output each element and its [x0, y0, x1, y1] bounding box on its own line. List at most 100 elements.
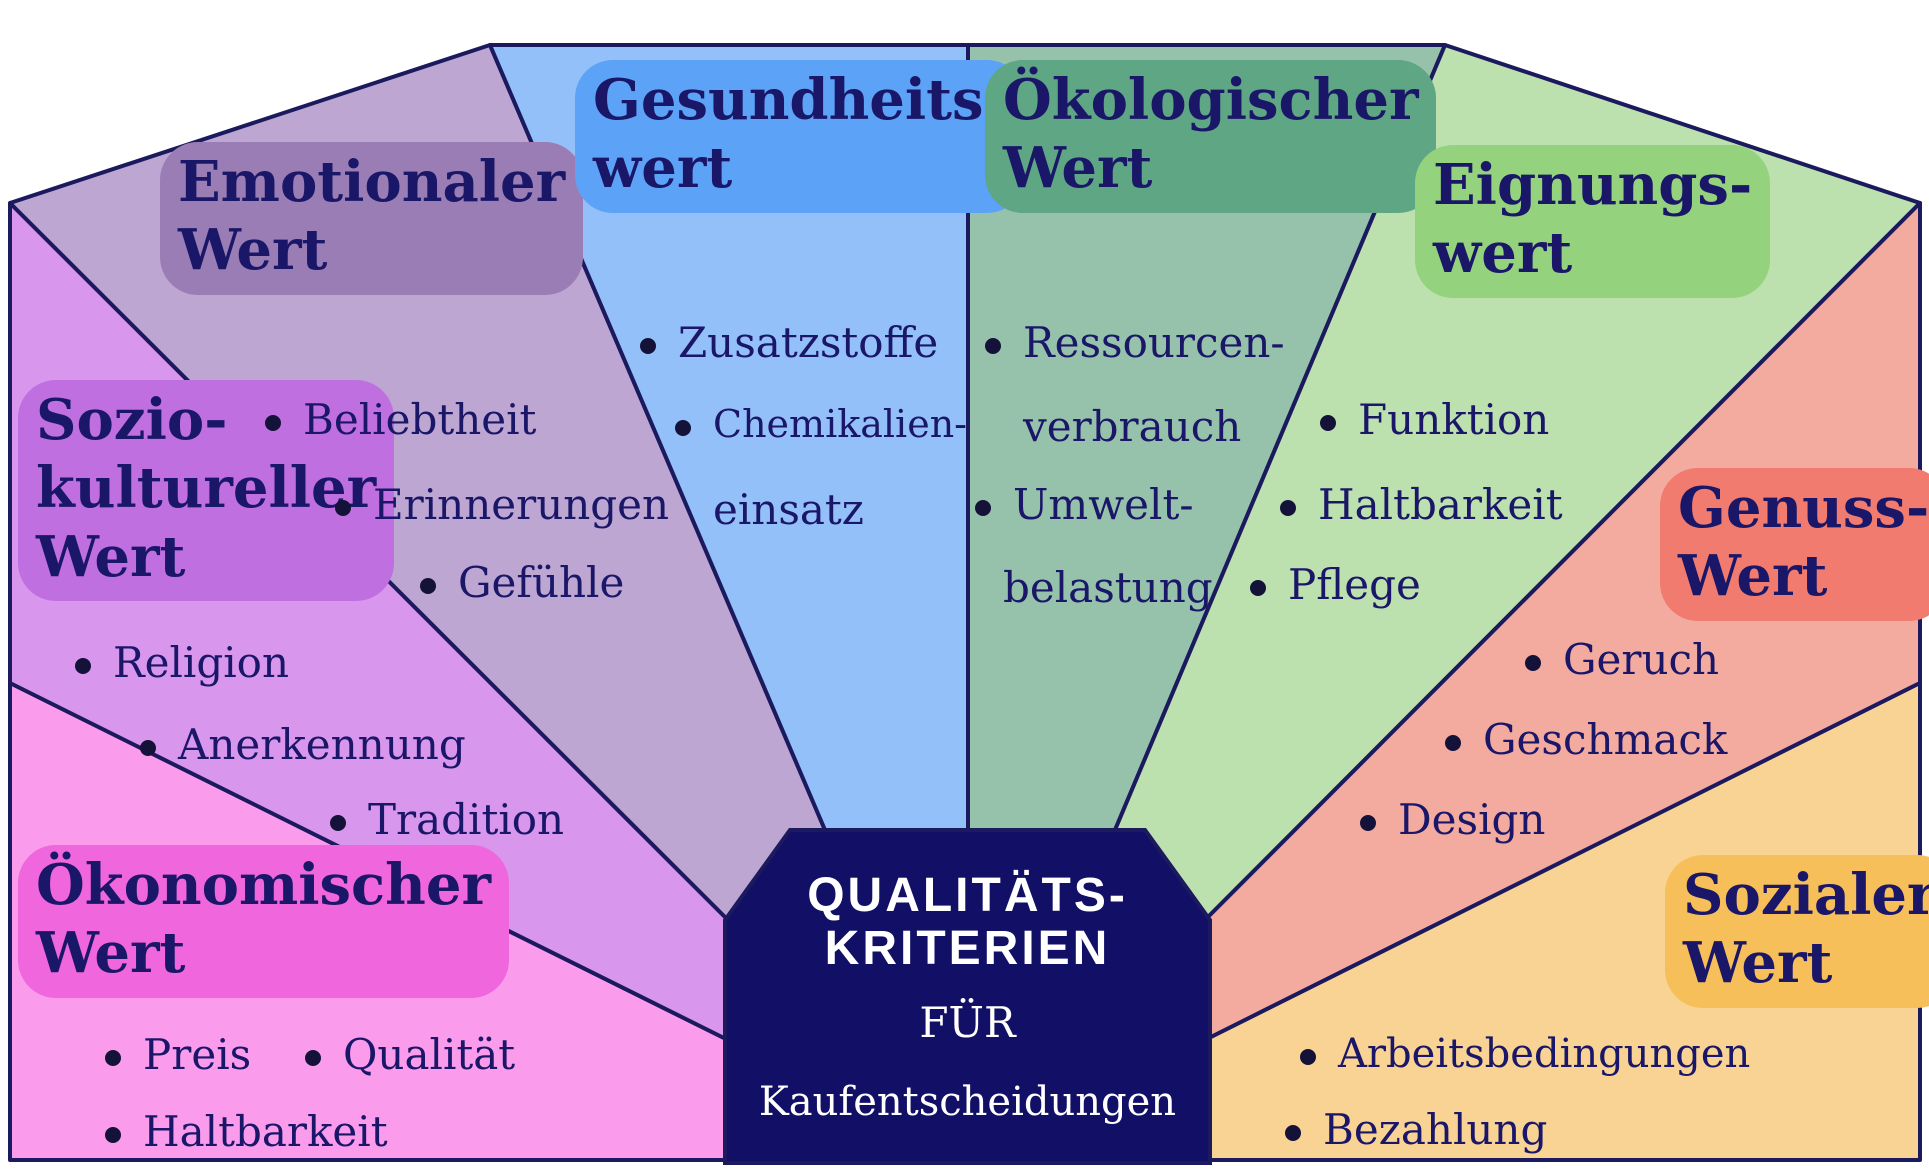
item-label: Preis: [143, 1030, 252, 1079]
item-label: Umwelt-: [1013, 480, 1194, 529]
item-label: Religion: [113, 638, 289, 687]
list-item: Haltbarkeit: [1280, 480, 1563, 530]
title-sozial: Sozialer Wert: [1665, 855, 1929, 1008]
item-label: verbrauch: [1023, 402, 1242, 451]
list-item: Bezahlung: [1285, 1105, 1547, 1155]
title-soziokulturell-line1: Sozio-: [36, 387, 228, 453]
title-oekonomisch-line1: Ökonomischer: [36, 852, 491, 918]
list-item: Ressourcen-: [985, 318, 1285, 368]
bullet-icon: [1525, 655, 1541, 671]
title-emotional-line1: Emotionaler: [178, 149, 566, 215]
title-emotional-line2: Wert: [178, 217, 328, 284]
center-box: [723, 828, 1212, 1165]
bullet-icon: [265, 415, 281, 431]
item-label: Pflege: [1288, 560, 1421, 609]
item-label: Zusatzstoffe: [678, 318, 939, 367]
item-label: Beliebtheit: [303, 395, 537, 444]
title-sozial-line2: Wert: [1683, 930, 1833, 997]
title-eignung-line1: Eignungs-: [1433, 152, 1753, 218]
bullet-icon: [1285, 1125, 1301, 1141]
item-label: Anerkennung: [178, 720, 466, 769]
title-eignung: Eignungs- wert: [1415, 145, 1771, 298]
list-item: verbrauch: [985, 402, 1241, 452]
title-eignung-line2: wert: [1433, 220, 1573, 287]
center-line1: QUALITÄTS-: [807, 869, 1128, 922]
item-label: Tradition: [368, 795, 565, 844]
title-soziokulturell-line2: kultureller: [36, 455, 377, 522]
center-line3: FÜR: [919, 998, 1016, 1047]
list-item: Preis: [105, 1030, 251, 1080]
title-genuss: Genuss- Wert: [1660, 468, 1929, 621]
list-item: belastung: [965, 563, 1213, 613]
center-line2: KRITERIEN: [824, 921, 1111, 975]
center-caption: Kaufentscheidungen: [725, 1080, 1210, 1124]
bullet-icon: [1250, 580, 1266, 596]
list-item: Umwelt-: [975, 480, 1194, 530]
bullet-icon: [1360, 815, 1376, 831]
list-item: Pflege: [1250, 560, 1421, 610]
item-label: Gefühle: [458, 558, 625, 607]
bullet-icon: [1280, 500, 1296, 516]
bullet-icon: [105, 1127, 121, 1143]
list-item: Zusatzstoffe: [640, 318, 938, 368]
center-heading: QUALITÄTS- KRITERIEN: [725, 869, 1210, 976]
title-gesundheit-line1: Gesundheits-: [593, 67, 1007, 133]
title-oekonomisch: Ökonomischer Wert: [18, 845, 509, 998]
title-oekologisch-line2: Wert: [1003, 135, 1153, 202]
title-genuss-line1: Genuss-: [1678, 475, 1929, 541]
list-item: Haltbarkeit: [105, 1107, 388, 1157]
center-subheading: FÜR: [725, 998, 1210, 1047]
bullet-icon: [1300, 1049, 1316, 1065]
list-item: Beliebtheit: [265, 395, 536, 445]
title-oekonomisch-line2: Wert: [36, 920, 186, 987]
item-label: Geruch: [1563, 635, 1720, 684]
list-item: Arbeitsbedingungen: [1300, 1030, 1750, 1078]
item-label: einsatz: [713, 485, 864, 534]
bullet-icon: [985, 338, 1001, 354]
title-soziokulturell: Sozio- kultureller Wert: [18, 380, 395, 601]
list-item: Religion: [75, 638, 289, 688]
item-label: Haltbarkeit: [143, 1107, 388, 1156]
bullet-icon: [1445, 735, 1461, 751]
list-item: Erinnerungen: [335, 480, 669, 530]
list-item: Gefühle: [420, 558, 624, 608]
title-sozial-line1: Sozialer: [1683, 862, 1929, 928]
item-label: Bezahlung: [1323, 1105, 1548, 1154]
list-item: einsatz: [675, 485, 864, 535]
item-label: Ressourcen-: [1023, 318, 1285, 367]
list-item: Geschmack: [1445, 715, 1727, 765]
title-gesundheit-line2: wert: [593, 135, 733, 202]
bullet-icon: [75, 658, 91, 674]
list-item: Funktion: [1320, 395, 1549, 445]
list-item: Anerkennung: [140, 720, 466, 770]
item-label: belastung: [1003, 563, 1213, 612]
title-oekologisch: Ökologischer Wert: [985, 60, 1437, 213]
item-label: Arbeitsbedingungen: [1338, 1031, 1751, 1077]
item-label: Qualität: [343, 1030, 516, 1079]
bullet-icon: [975, 500, 991, 516]
bullet-icon: [675, 419, 691, 436]
list-item: Design: [1360, 795, 1545, 845]
item-label: Chemikalien-: [713, 402, 968, 446]
list-item: Tradition: [330, 795, 564, 845]
title-oekologisch-line1: Ökologischer: [1003, 67, 1419, 133]
bullet-icon: [640, 338, 656, 354]
bullet-icon: [1320, 415, 1336, 431]
title-soziokulturell-line3: Wert: [36, 523, 186, 590]
bullet-icon: [420, 578, 436, 594]
list-item: Geruch: [1525, 635, 1719, 685]
list-item: Qualität: [305, 1030, 515, 1080]
item-label: Erinnerungen: [373, 480, 670, 529]
item-label: Geschmack: [1483, 715, 1728, 764]
bullet-icon: [105, 1050, 121, 1066]
bullet-icon: [140, 740, 156, 756]
bullet-icon: [305, 1050, 321, 1066]
title-genuss-line2: Wert: [1678, 543, 1828, 610]
bullet-icon: [330, 815, 346, 831]
title-emotional: Emotionaler Wert: [160, 142, 584, 295]
list-item: Chemikalien-: [675, 402, 967, 448]
center-line4: Kaufentscheidungen: [758, 1079, 1177, 1125]
item-label: Funktion: [1358, 395, 1550, 444]
